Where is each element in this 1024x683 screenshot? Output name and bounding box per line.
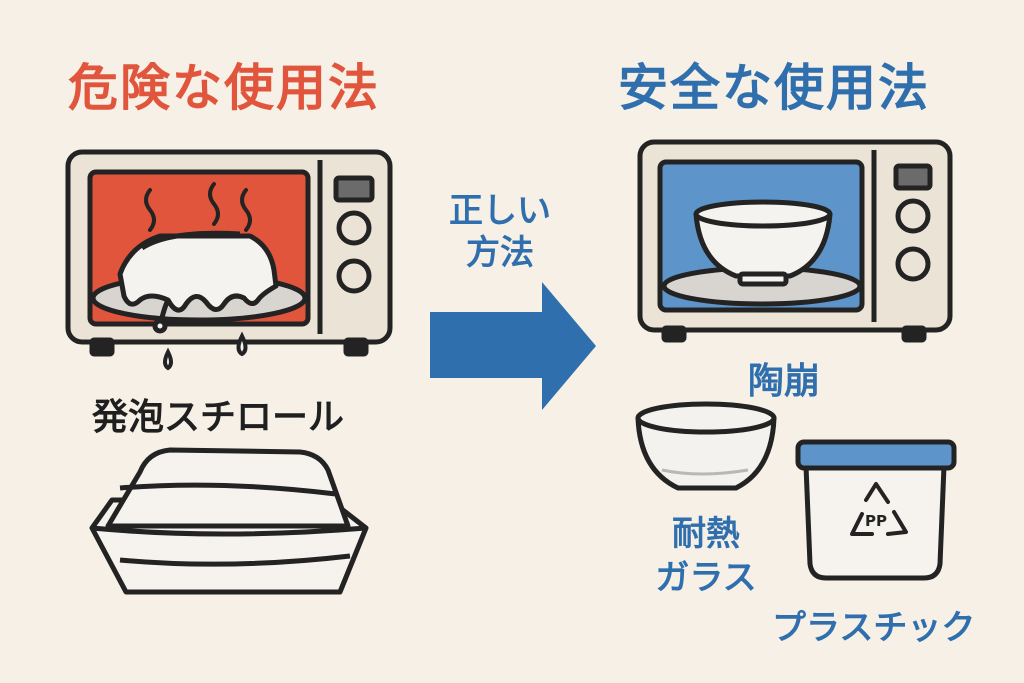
glass-label: 耐熱 ガラス (650, 512, 762, 600)
microwave-knob-top (336, 210, 372, 246)
arrow-label-line1: 正しい (449, 191, 551, 231)
plastic-container-icon (795, 439, 957, 581)
microwave-display (333, 175, 375, 203)
foam-box-icon (89, 447, 369, 595)
safe-title: 安全な使用法 (618, 59, 930, 117)
glass-label-line1: 耐熱 (672, 514, 740, 554)
microwave-safe (637, 139, 953, 343)
melting-foam-container (117, 230, 279, 334)
ceramic-bowl-icon (693, 211, 833, 279)
arrow-label-line2: 方法 (466, 233, 534, 273)
microwave-knob-bottom (336, 258, 372, 294)
recycle-code-label: PP (865, 512, 887, 530)
arrow-right-icon (430, 282, 596, 410)
glass-bowl-icon (635, 401, 777, 491)
foam-label: 発泡スチロール (92, 397, 345, 438)
glass-label-line2: ガラス (655, 558, 757, 598)
heat-waves-icon (144, 182, 252, 232)
drip-icon (163, 331, 248, 371)
arrow-label: 正しい 方法 (440, 190, 560, 274)
recycle-icon (850, 482, 908, 536)
danger-title: 危険な使用法 (68, 59, 380, 117)
ceramic-label: 陶崩 (748, 361, 821, 402)
plastic-label: プラスチック (772, 608, 976, 648)
